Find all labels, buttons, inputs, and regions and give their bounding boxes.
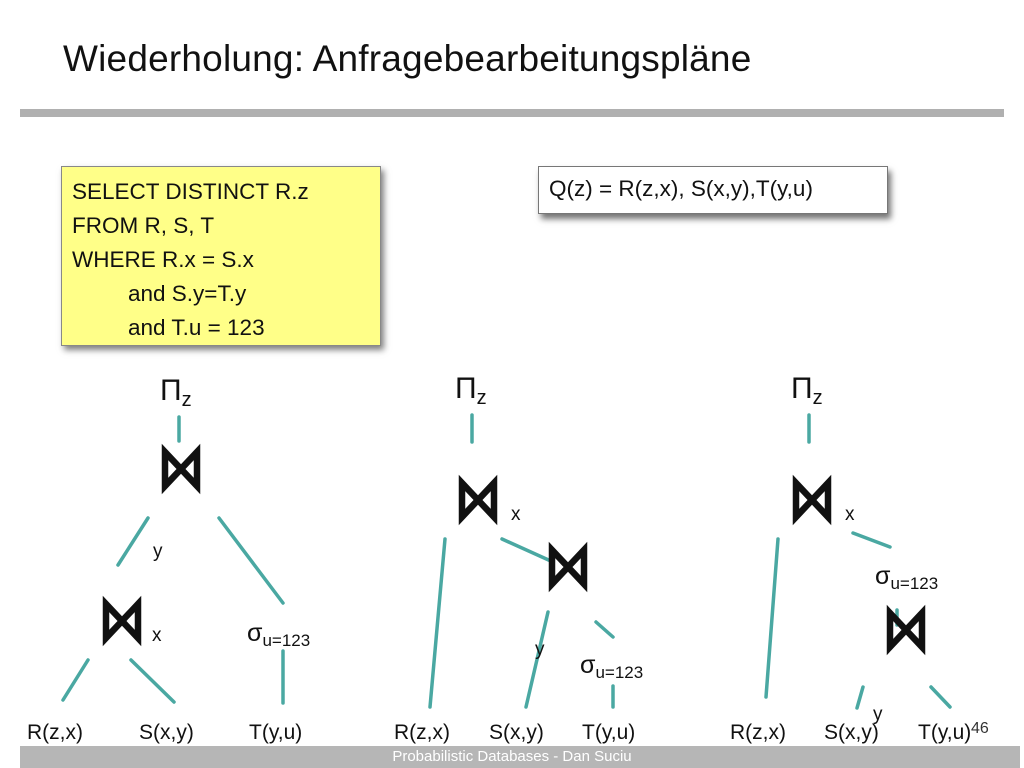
- edge: [594, 620, 615, 639]
- plan-1: Πz y x σu=123 R(z,x) S(x,y) T(y,u): [27, 374, 310, 744]
- relation-leaf: T(y,u): [582, 721, 635, 744]
- edge: [116, 516, 150, 567]
- plan-2: Πz x y σu=123 R(z,x) S(x,y) T(y,u): [394, 372, 643, 744]
- join-operator-icon: [462, 483, 494, 517]
- join-operator-icon: [796, 483, 828, 517]
- slide-title: Wiederholung: Anfragebearbeitungspläne: [63, 38, 752, 79]
- join-attribute-label: y: [153, 541, 163, 562]
- edge: [524, 610, 550, 709]
- join-operator-icon: [552, 550, 584, 584]
- relation-leaf: R(z,x): [394, 721, 450, 744]
- join-operator-icon: [890, 613, 922, 647]
- title-divider: [20, 109, 1004, 117]
- selection-operator: σu=123: [580, 651, 643, 682]
- plan-3: Πz x σu=123 y R(z,x) S(x,y) T(y,u): [730, 372, 971, 744]
- relation-leaf: R(z,x): [27, 721, 83, 744]
- relation-leaf: S(x,y): [139, 721, 194, 744]
- sql-line: FROM R, S, T: [72, 213, 215, 238]
- selection-operator: σu=123: [247, 619, 310, 650]
- footer-bar: [20, 746, 1020, 768]
- projection-operator: Πz: [455, 372, 487, 409]
- page-number: 46: [971, 720, 989, 737]
- edge: [129, 658, 176, 704]
- projection-operator: Πz: [160, 374, 192, 411]
- join-attribute-label: x: [152, 625, 162, 646]
- edge: [61, 658, 90, 702]
- sql-line: WHERE R.x = S.x: [72, 247, 254, 272]
- conjunctive-query-box: Q(z) = R(z,x), S(x,y),T(y,u): [538, 166, 888, 214]
- relation-leaf: R(z,x): [730, 721, 786, 744]
- edge: [428, 537, 447, 709]
- join-operator-icon: [106, 604, 138, 638]
- edge: [929, 685, 952, 709]
- projection-operator: Πz: [791, 372, 823, 409]
- relation-leaf: S(x,y): [824, 721, 879, 744]
- join-attribute-label: y: [535, 639, 545, 660]
- relation-leaf: S(x,y): [489, 721, 544, 744]
- sql-query-box: SELECT DISTINCT R.z FROM R, S, T WHERE R…: [61, 166, 381, 346]
- sql-line: and T.u = 123: [128, 315, 265, 340]
- join-attribute-label: y: [873, 704, 883, 725]
- edge: [764, 537, 780, 699]
- join-attribute-label: x: [511, 504, 521, 525]
- selection-operator: σu=123: [875, 562, 938, 593]
- sql-line: SELECT DISTINCT R.z: [72, 179, 309, 204]
- relation-leaf: T(y,u): [249, 721, 302, 744]
- edge: [217, 516, 285, 605]
- plan-edges: [61, 413, 952, 710]
- footer-text: Probabilistic Databases - Dan Suciu: [392, 748, 632, 765]
- join-operator-icon: [165, 452, 197, 486]
- join-attribute-label: x: [845, 504, 855, 525]
- relation-leaf: T(y,u): [918, 721, 971, 744]
- edge: [855, 685, 865, 710]
- sql-line: and S.y=T.y: [128, 281, 247, 306]
- edge: [500, 537, 555, 564]
- edge: [851, 531, 892, 549]
